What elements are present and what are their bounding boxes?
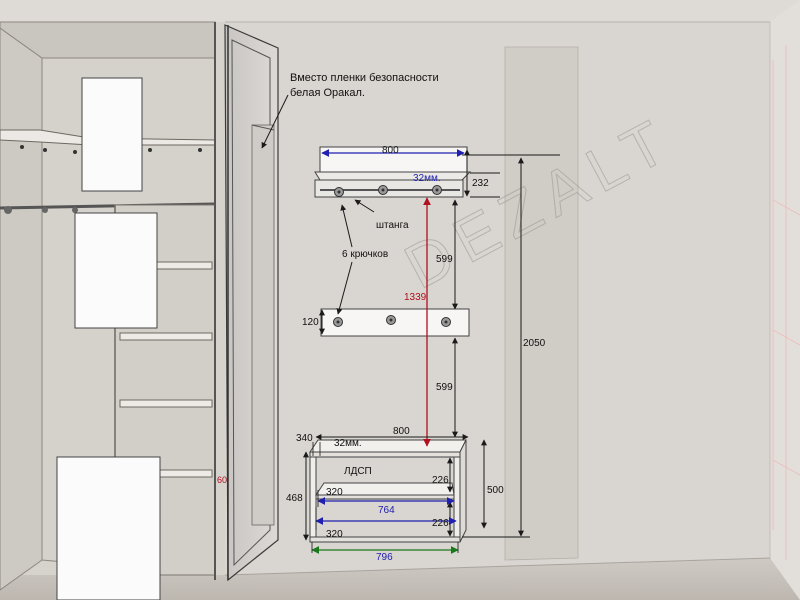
bench-thickness-label: 32мм. — [334, 438, 362, 449]
hook-rail — [320, 308, 470, 337]
labels: Вместо пленки безопасности белая Оракал.… — [286, 72, 546, 563]
gap-bottom-label: 599 — [436, 382, 453, 393]
side-mark-label: 60 — [217, 475, 227, 485]
shelf-gap-1-label: 226 — [432, 475, 449, 486]
shelf-height-label: 232 — [472, 178, 489, 189]
open-wardrobe: 60 — [0, 21, 227, 600]
shelf-depth-2-label: 320 — [326, 529, 343, 540]
rail-height-label: 120 — [302, 317, 319, 328]
leader-lines — [261, 94, 375, 315]
dimension-lines — [303, 149, 560, 554]
hook-height-label: 1339 — [404, 292, 427, 303]
shelf-depth-1-label: 320 — [326, 487, 343, 498]
bench-width-label: 800 — [393, 426, 410, 437]
inner-width-label: 764 — [378, 505, 395, 516]
bench-depth-label: 340 — [296, 433, 313, 444]
bench-height-right-label: 500 — [487, 485, 504, 496]
hooks-label: 6 крючков — [342, 249, 388, 260]
total-height-label: 2050 — [523, 338, 546, 349]
shelf-thickness-label: 32мм. — [413, 173, 441, 184]
shelf-width-label: 800 — [382, 145, 399, 156]
film-note-line2: белая Оракал. — [290, 87, 365, 99]
bench — [309, 439, 467, 543]
material-label: ЛДСП — [344, 466, 372, 477]
outer-width-label: 796 — [376, 552, 393, 563]
bench-height-left-label: 468 — [286, 493, 303, 504]
shelf-gap-2-label: 226 — [432, 518, 449, 529]
film-note-line1: Вместо пленки безопасности — [290, 72, 439, 84]
gap-top-label: 599 — [436, 254, 453, 265]
rod-label: штанга — [376, 220, 409, 231]
sliding-door — [224, 24, 279, 582]
